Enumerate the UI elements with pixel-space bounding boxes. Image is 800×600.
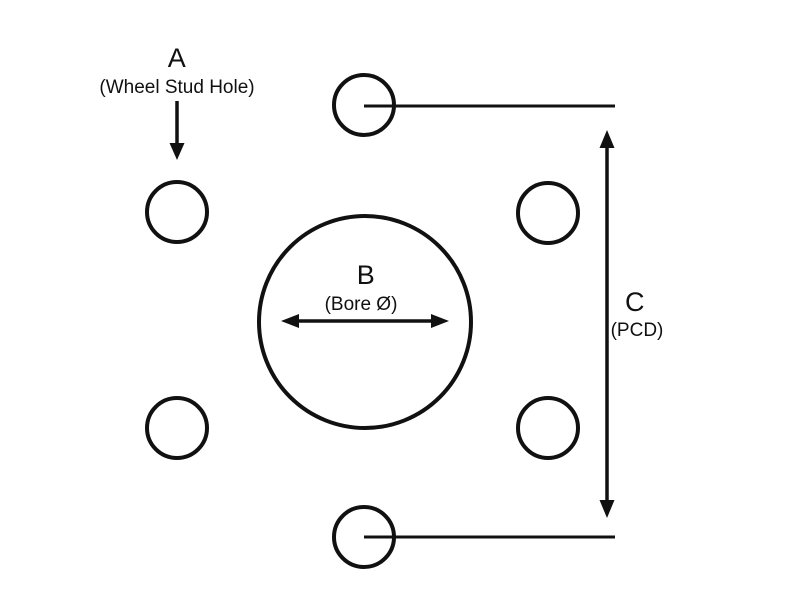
stud-hole-pointer-arrowhead <box>169 143 185 160</box>
bore-dimension-arrowhead-right <box>431 314 449 328</box>
label-c-caption: (PCD) <box>611 320 664 341</box>
stud-hole-circle-lower-left <box>145 396 209 460</box>
stud-hole-circle-lower-right <box>516 396 580 460</box>
pcd-dimension-arrowhead-bottom <box>599 500 615 518</box>
stud-hole-circle-upper-left <box>145 180 209 244</box>
pcd-dimension-arrowhead-top <box>599 130 615 148</box>
label-a-caption: (Wheel Stud Hole) <box>99 77 254 98</box>
label-a-letter: A <box>168 43 187 73</box>
label-c-letter: C <box>625 287 645 317</box>
label-b-letter: B <box>357 260 376 290</box>
label-b-caption: (Bore Ø) <box>325 294 398 315</box>
stud-hole-circle-upper-right <box>516 181 580 245</box>
bore-dimension-arrowhead-left <box>281 314 299 328</box>
bore-circle <box>257 214 473 430</box>
